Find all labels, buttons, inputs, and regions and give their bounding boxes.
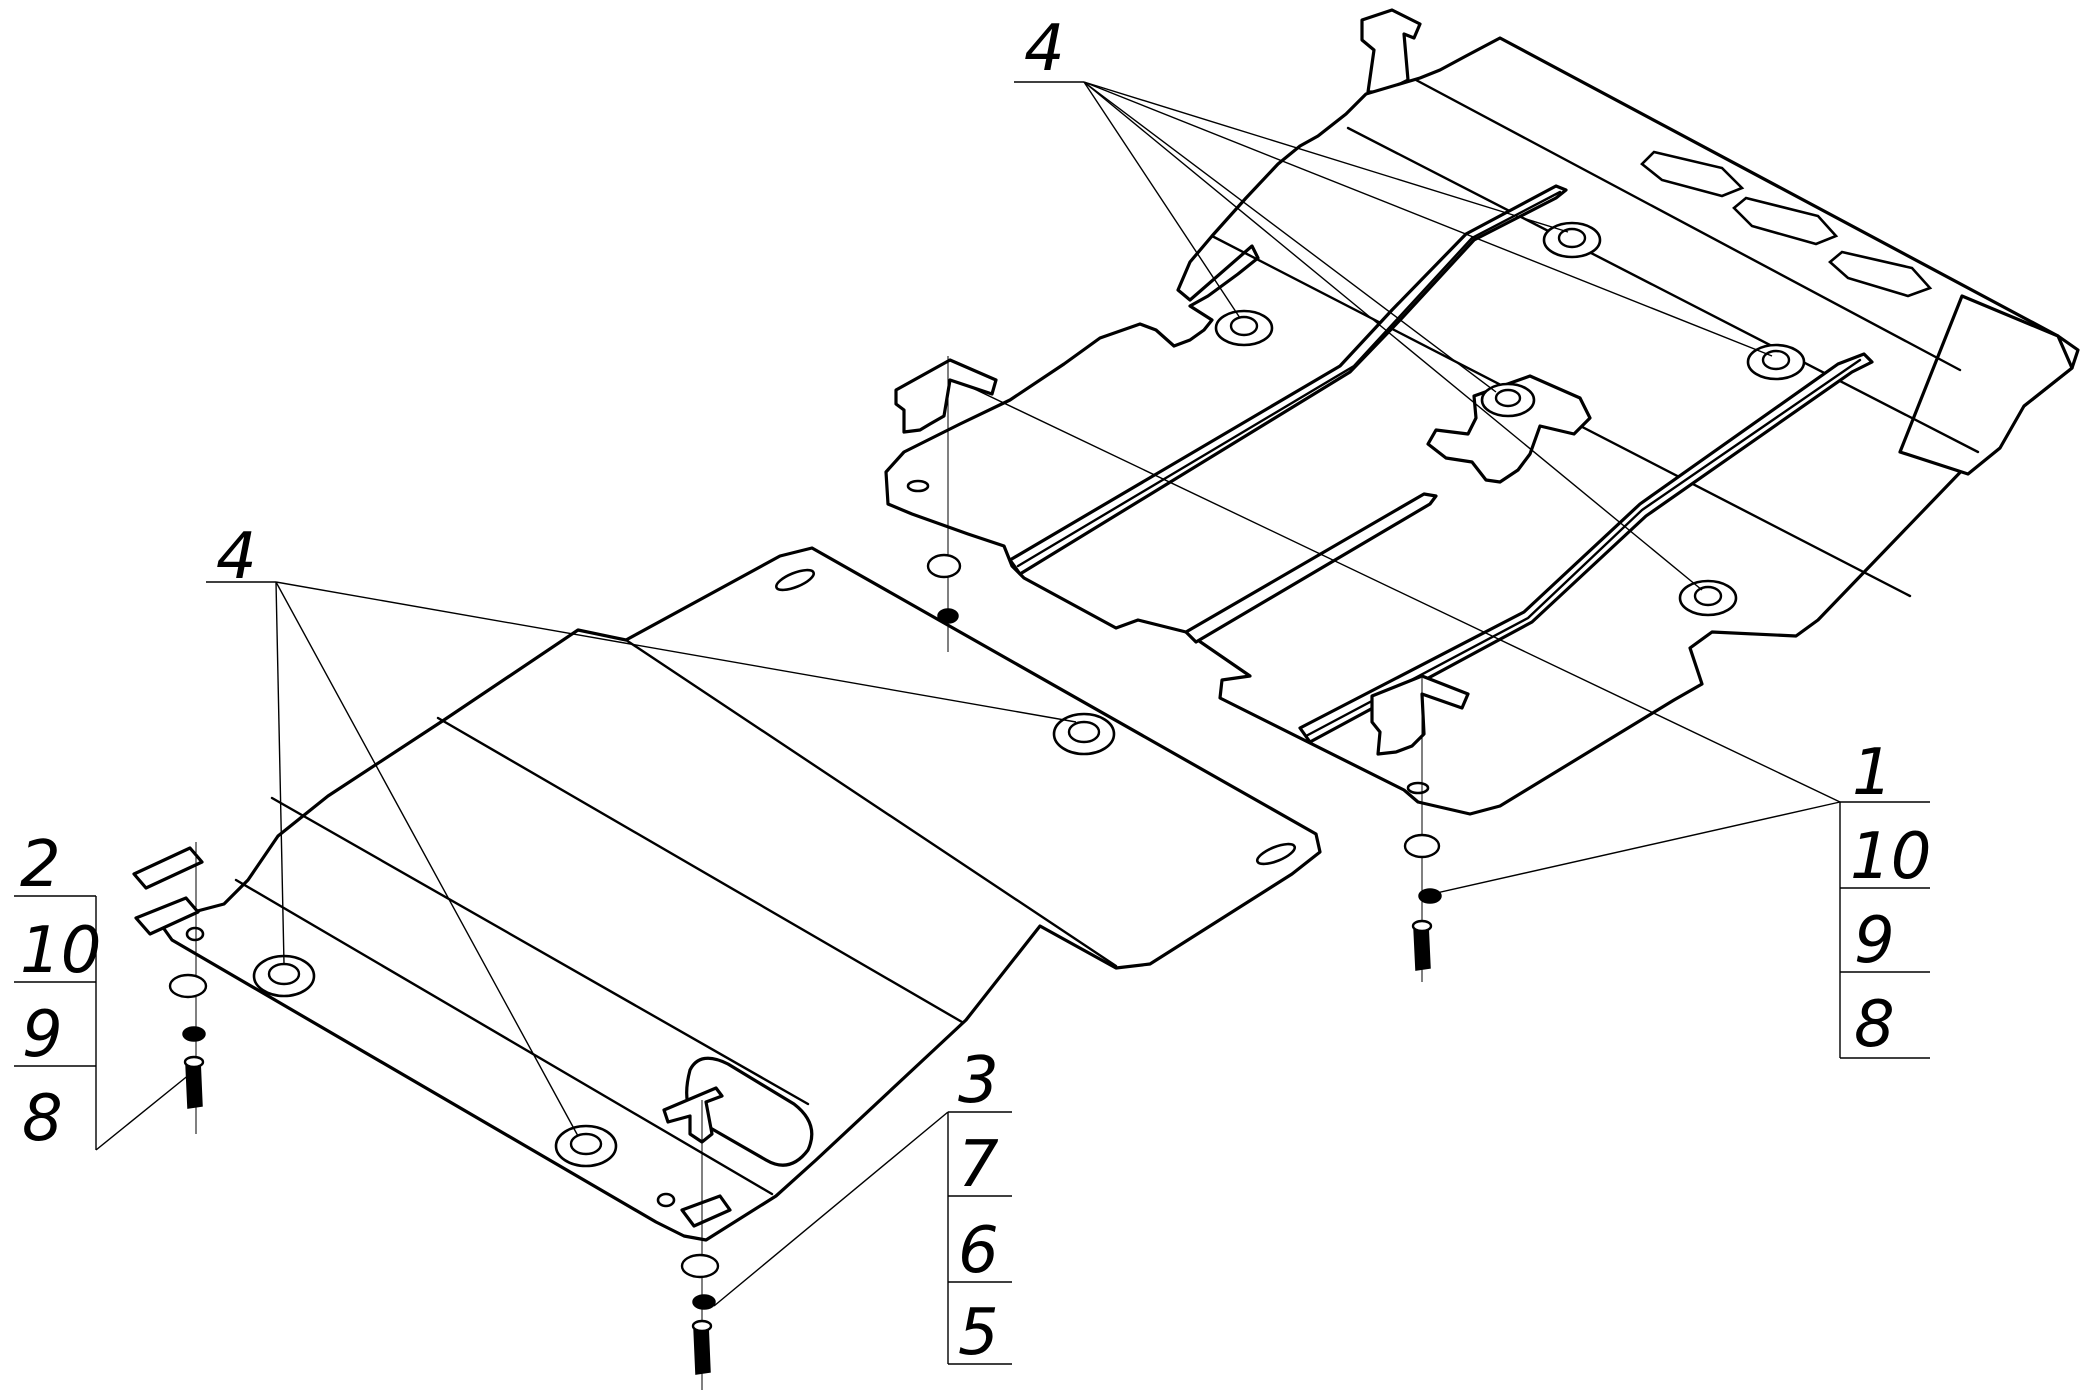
hardware-left [168,973,208,1109]
bom-stack-left [14,981,96,1067]
bom-left-10: 10 [20,914,101,988]
cage-nut [1542,221,1602,259]
bom-right-10: 10 [1850,820,1931,894]
bom-right-9: 9 [1854,904,1895,978]
bom-stack-middle [947,1112,1012,1365]
bom-left-8: 8 [22,1082,63,1156]
lower-skid-plate [132,546,1322,1242]
cage-nut [554,1124,618,1168]
cage-nut [1052,712,1116,756]
hardware-right [1403,833,1442,971]
leader-lines [14,81,1930,1307]
cage-nut [1678,579,1738,617]
callout-4-top: 4 [1024,12,1065,86]
callout-2: 2 [20,828,61,902]
callout-1: 1 [1852,736,1893,810]
callout-3: 3 [958,1044,999,1118]
cage-nut [1214,309,1274,347]
cage-nut [1480,382,1536,418]
bom-middle-5: 5 [958,1296,999,1370]
bom-middle-7: 7 [958,1128,999,1202]
cage-nut [252,954,316,998]
callout-4-left: 4 [216,520,257,594]
hardware-middle [680,1253,720,1375]
bom-left-9: 9 [22,998,63,1072]
upper-skid-plate [884,8,2080,816]
cage-nut [1746,343,1806,381]
bom-middle-6: 6 [958,1214,999,1288]
bom-right-8: 8 [1854,988,1895,1062]
hardware-upper-bracket [926,553,962,624]
bom-stack-right [1839,802,1930,1059]
